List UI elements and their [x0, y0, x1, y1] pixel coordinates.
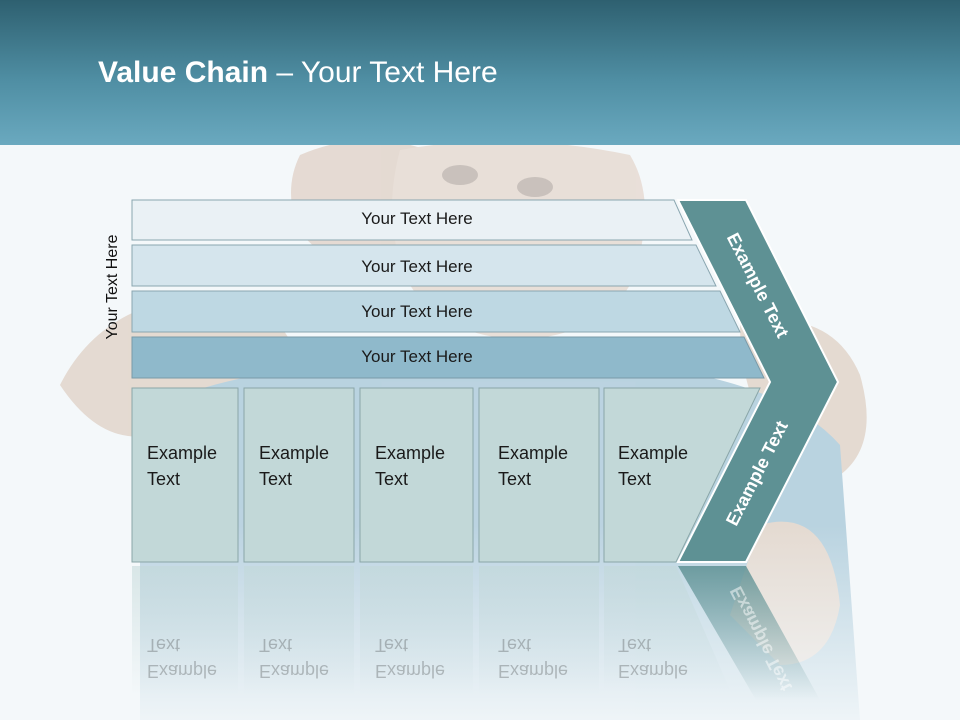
title-bold: Value Chain	[98, 56, 269, 89]
box-2-reflection	[244, 566, 354, 696]
box-2-line1: Example	[259, 443, 330, 463]
bar-1-label: Your Text Here	[361, 209, 473, 228]
box-2-line2: Text	[259, 469, 293, 489]
box-2-refl-line2: Text	[259, 635, 293, 655]
box-3-line1: Example	[375, 443, 446, 463]
chevron-arrow	[676, 199, 840, 563]
box-4-line2: Text	[498, 469, 532, 489]
box-2	[243, 387, 355, 563]
box-3	[359, 387, 474, 563]
box-2-refl-line1: Example	[259, 661, 330, 681]
bar-2	[131, 244, 717, 287]
bar-3-label: Your Text Here	[361, 302, 473, 321]
box-4-reflection	[479, 566, 599, 696]
box-5-label-reflection: Example Text	[618, 632, 688, 684]
box-4-refl-line1: Example	[498, 661, 569, 681]
box-3-label-reflection: Example Text	[375, 632, 445, 684]
box-1-refl-line1: Example	[147, 661, 218, 681]
bar-4-label: Your Text Here	[361, 347, 473, 366]
box-4-refl-line2: Text	[498, 635, 532, 655]
title-rest: – Your Text Here	[268, 56, 498, 89]
box-5-line1: Example	[618, 443, 689, 463]
box-1-line2: Text	[147, 469, 181, 489]
box-5-refl-line1: Example	[618, 661, 689, 681]
header-band	[0, 0, 960, 145]
side-label: Your Text Here	[104, 234, 121, 340]
box-1-refl-line2: Text	[147, 635, 181, 655]
box-1-line1: Example	[147, 443, 218, 463]
slide-title: Value Chain – Your Text Here	[98, 56, 498, 90]
bar-2-label: Your Text Here	[361, 257, 473, 276]
box-5	[603, 387, 761, 563]
box-3-refl-line2: Text	[375, 635, 409, 655]
box-5-refl-line2: Text	[618, 635, 652, 655]
bar-4	[131, 336, 765, 379]
box-4	[478, 387, 600, 563]
box-5-line2: Text	[618, 469, 652, 489]
box-3-line2: Text	[375, 469, 409, 489]
box-1-label-reflection: Example Text	[147, 632, 217, 684]
box-4-line1: Example	[498, 443, 569, 463]
box-4-label-reflection: Example Text	[498, 632, 568, 684]
box-3-refl-line1: Example	[375, 661, 446, 681]
bar-3	[131, 290, 741, 333]
box-1	[131, 387, 239, 563]
chevron-reflection	[678, 566, 820, 700]
box-1-reflection	[132, 566, 238, 696]
box-3-reflection	[360, 566, 473, 696]
box-2-label-reflection: Example Text	[259, 632, 329, 684]
box-5-reflection	[604, 566, 730, 690]
bar-1	[131, 199, 693, 241]
